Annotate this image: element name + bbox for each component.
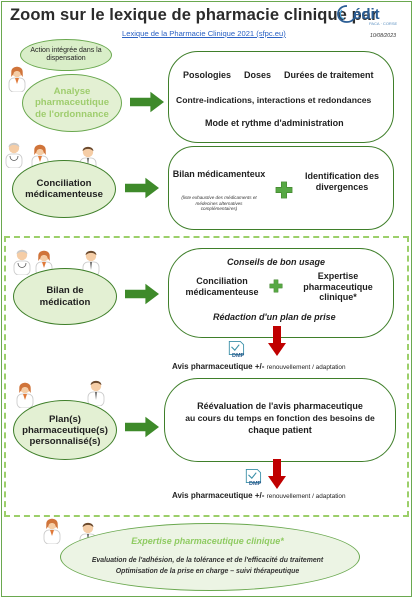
plan-text: Plan(s) (49, 413, 81, 425)
patient-man-icon (84, 376, 108, 406)
avis-suffix-text: renouvellement / adaptation (266, 493, 346, 500)
analyse-bubble: Analyse pharmaceutique de l'ordonnance (22, 74, 122, 132)
woman-pharmacist-icon (5, 62, 29, 92)
arrow-right-icon (125, 282, 159, 306)
expertise-text: Expertise pharmaceutique clinique* (303, 271, 373, 302)
pharmaceutique-text: pharmaceutique(s) (22, 424, 108, 436)
analyse-box: Posologies Doses Durées de traitement Co… (168, 51, 394, 143)
page-title: Zoom sur le lexique de pharmacie cliniqu… (10, 6, 378, 24)
dispensation-tag: Action intégrée dans la dispensation (20, 39, 112, 71)
dashed-container (4, 236, 409, 517)
conciliation-text: Conciliation médicamenteuse (185, 276, 259, 297)
arrow-right-icon (125, 176, 159, 200)
lexique-link[interactable]: Lexique de la Pharmacie Clinique 2021 (s… (122, 29, 286, 38)
conseils-text: Conseils de bon usage (227, 257, 326, 267)
bilan-medication-box: Conseils de bon usage Conciliation médic… (168, 248, 394, 338)
personnalise-text: personnalisé(s) (29, 435, 101, 447)
bilan-medicamenteux-text: Bilan médicamenteux (172, 169, 266, 179)
dispensation-tag-text: Action intégrée dans la dispensation (30, 46, 102, 63)
avis-pharmaceutique-1: Avis pharmaceutique +/- renouvellement /… (172, 362, 346, 371)
reevaluation-line3: chaque patient (248, 425, 312, 435)
mode-rythme-text: Mode et rythme d'administration (205, 118, 344, 128)
conciliation-label: Conciliation médicamenteuse (25, 177, 103, 201)
footer-line2: Optimisation de la prise en charge – sui… (115, 568, 300, 575)
analyse-label: Analyse pharmaceutique de l'ordonnance (34, 85, 110, 120)
dmp-label: DMP (232, 353, 245, 359)
reevaluation-line2: au cours du temps en fonction des besoin… (185, 413, 375, 423)
doctor-icon (2, 138, 26, 168)
bilan-medication-label: Bilan de médication (39, 285, 91, 308)
date-label: 10/08/2023 (370, 33, 396, 39)
arrow-right-icon (125, 415, 159, 439)
arrow-down-icon (268, 326, 286, 356)
dmp-label: DMP (249, 481, 262, 487)
bilan-medication-bubble: Bilan de médication (13, 268, 117, 325)
redaction-text: Rédaction d'un plan de prise (213, 312, 336, 322)
arrow-right-icon (130, 90, 164, 114)
plan-pharmaceutique-label: Plan(s) pharmaceutique(s) personnalisé(s… (20, 414, 110, 447)
logo-subtext: PACA · CORSE (369, 21, 397, 26)
arrow-down-icon (268, 459, 286, 489)
omedit-logo: édit PACA · CORSE (337, 5, 397, 26)
reevaluation-line1: Réévaluation de l'avis pharmaceutique (197, 401, 363, 411)
divergences-text: Identification des divergences (304, 171, 379, 192)
doctor-icon (10, 245, 34, 275)
plus-icon (269, 279, 283, 293)
expertise-footer-bubble (60, 523, 360, 591)
avis-suffix-text: renouvellement / adaptation (266, 364, 346, 371)
plan-pharmaceutique-bubble: Plan(s) pharmaceutique(s) personnalisé(s… (13, 400, 117, 460)
woman-pharmacist-icon (13, 378, 37, 408)
expertise-footer-title: Expertise pharmaceutique clinique* (131, 536, 284, 546)
avis-text: Avis pharmaceutique +/- (172, 491, 265, 500)
reevaluation-box: Réévaluation de l'avis pharmaceutique au… (164, 378, 396, 462)
contre-indications-text: Contre-indications, interactions et redo… (176, 95, 372, 105)
avis-pharmaceutique-2: Avis pharmaceutique +/- renouvellement /… (172, 491, 346, 500)
avis-text: Avis pharmaceutique +/- (172, 362, 265, 371)
footer-line1: Evaluation de l'adhésion, de la toléranc… (91, 557, 324, 564)
logo-text: édit (353, 6, 380, 23)
durees-text: Durées de traitement (284, 70, 374, 80)
conciliation-box: Bilan médicamenteux (liste exhaustive de… (168, 146, 394, 230)
conciliation-bubble: Conciliation médicamenteuse (12, 160, 116, 218)
plus-icon (275, 181, 293, 199)
posologies-text: Posologies (183, 70, 232, 80)
bilan-note-text: (liste exhaustive des médicaments et méd… (181, 195, 257, 212)
doses-text: Doses (244, 70, 272, 80)
